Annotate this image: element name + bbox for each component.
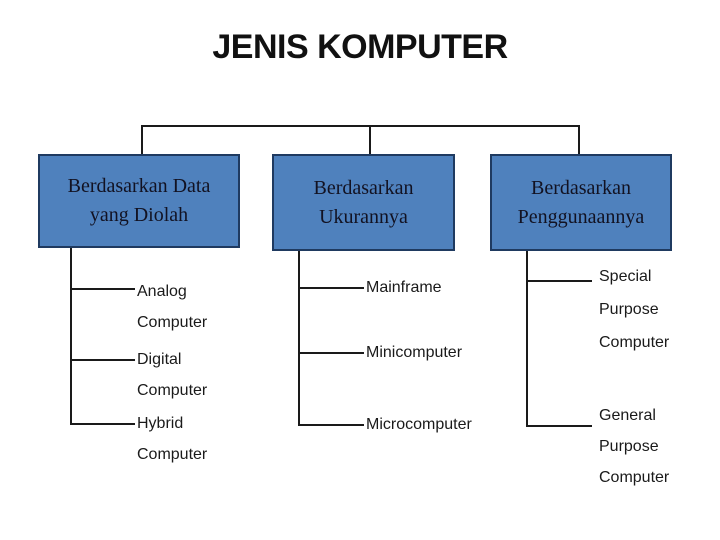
tree-trunk-line-left [70,248,72,424]
tree-item-analog-computer: Analog Computer [137,283,208,331]
connector-drop-line-middle [369,125,371,155]
tree-branch-line-general-purpose [526,425,592,427]
category-box-data-yang-diolah: Berdasarkan Data yang Diolah [38,154,240,248]
tree-item-hybrid-computer: Hybrid Computer [137,415,208,463]
category-box-ukurannya: Berdasarkan Ukurannya [272,154,455,251]
category-box-penggunaannya: Berdasarkan Penggunaannya [490,154,672,251]
tree-item-digital-computer: Digital Computer [137,351,208,399]
connector-drop-line-left [141,125,143,155]
tree-branch-line-mainframe [298,287,364,289]
tree-branch-line-analog [70,288,135,290]
tree-trunk-line-right [526,251,528,426]
tree-item-special-purpose-computer: Special Purpose Computer [599,268,670,351]
tree-branch-line-hybrid [70,423,135,425]
tree-item-microcomputer: Microcomputer [366,416,472,433]
tree-branch-line-minicomputer [298,352,364,354]
connector-top-horizontal-line [141,125,580,127]
slide-title: JENIS KOMPUTER [212,28,508,66]
tree-item-minicomputer: Minicomputer [366,344,463,361]
tree-branch-line-special-purpose [526,280,592,282]
tree-item-mainframe: Mainframe [366,279,442,296]
tree-item-general-purpose-computer: General Purpose Computer [599,407,670,486]
tree-trunk-line-middle [298,251,300,425]
connector-drop-line-right [578,125,580,155]
tree-branch-line-digital [70,359,135,361]
tree-branch-line-microcomputer [298,424,364,426]
